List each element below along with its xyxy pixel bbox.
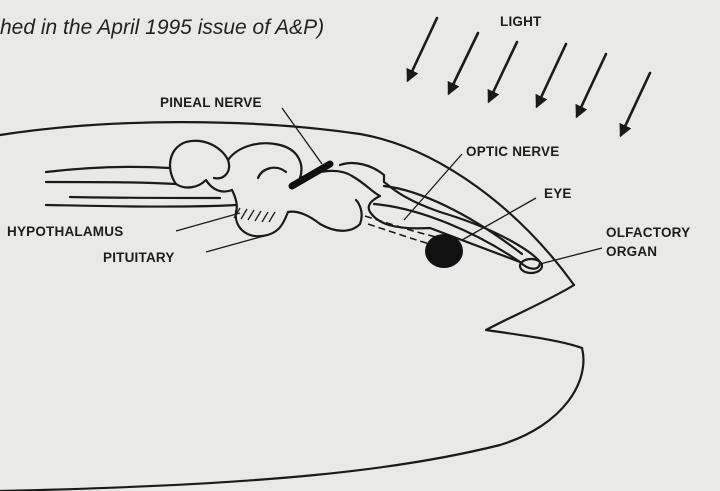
olfactory-leader [540,248,602,264]
brain-lower [176,180,362,236]
light-arrow-6 [621,73,650,135]
hypothalamus-hatch [234,208,275,222]
lower-jaw-contour [0,348,583,491]
eye [425,234,463,268]
olfactory-label-line1: OLFACTORY [606,225,690,240]
light-arrow-2 [449,33,478,93]
pineal-organ [292,164,330,186]
light-label: LIGHT [500,14,542,29]
pituitary-label: PITUITARY [103,250,175,265]
light-arrows [408,18,650,135]
spinal-line-a [46,182,176,184]
pineal-nerve-label: PINEAL NERVE [160,95,262,110]
upper-jaw [486,285,582,348]
pituitary-leader [206,236,264,252]
light-arrow-5 [577,54,606,116]
light-arrow-1 [408,18,437,80]
light-arrow-4 [537,44,566,106]
brain-fold-2 [258,168,286,178]
spinal-line-b [46,205,236,207]
olfactory-label-line2: ORGAN [606,244,657,259]
eye-label: EYE [544,186,572,201]
hypothalamus-leader [176,213,240,231]
skull-line-upper [46,167,170,172]
brain-fold-1 [214,160,229,178]
fish-outline [0,122,583,491]
pineal-leader [282,108,322,164]
spinal-line-c [70,197,220,198]
light-arrow-3 [489,42,517,101]
hypothalamus-label: HYPOTHALAMUS [7,224,123,239]
caption-text: hed in the April 1995 issue of A&P) [0,16,324,39]
optic-nerve-label: OPTIC NERVE [466,144,559,159]
